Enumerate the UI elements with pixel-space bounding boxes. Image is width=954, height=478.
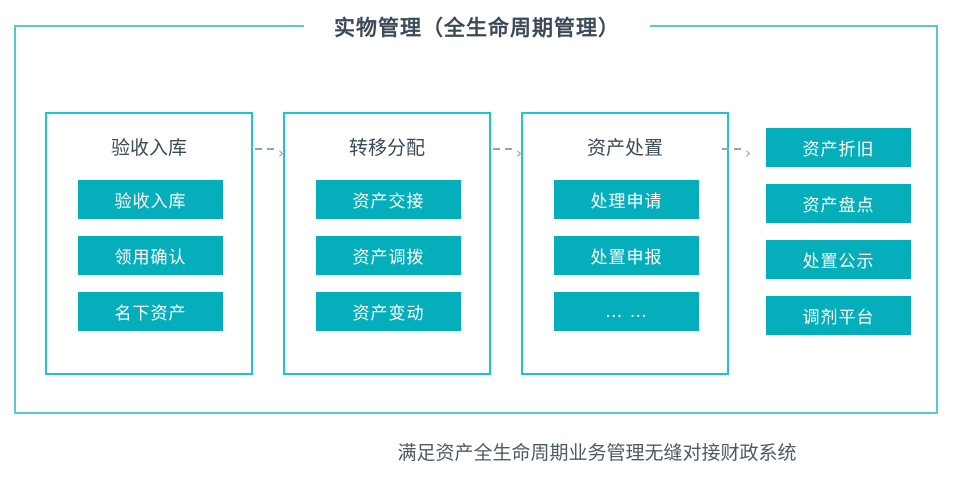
dash-segment-icon — [493, 148, 500, 150]
stage-header: 验收入库 — [110, 137, 187, 159]
figure-caption: 满足资产全生命周期业务管理无缝对接财政系统 — [397, 442, 797, 464]
stage-item-button[interactable]: 资产交接 — [316, 180, 461, 219]
dash-segment-icon — [734, 148, 741, 150]
stage-item-button[interactable]: 处置申报 — [554, 236, 699, 275]
panel-frame-top-right-segment — [650, 25, 938, 27]
dash-segment-icon — [505, 148, 512, 150]
dash-segment-icon — [255, 148, 262, 150]
stage-item-button[interactable]: 资产折旧 — [766, 128, 911, 167]
arrow-stage-2-to-3 — [493, 140, 537, 158]
stage-item-button[interactable]: 领用确认 — [78, 236, 223, 275]
stage-item-button[interactable]: 资产变动 — [316, 292, 461, 331]
stage-item-button[interactable]: 资产盘点 — [766, 184, 911, 223]
stage-column-disposal: 资产处置 处理申请 处置申报 … … — [521, 112, 729, 375]
stage-item-button[interactable]: 处置公示 — [766, 240, 911, 279]
arrow-stage-1-to-2 — [255, 140, 299, 158]
stage-column-acceptance: 验收入库 验收入库 领用确认 名下资产 — [45, 112, 253, 375]
stage-item-button[interactable]: 处理申请 — [554, 180, 699, 219]
stage-header: 资产处置 — [586, 137, 663, 159]
dash-segment-icon — [722, 148, 729, 150]
stage-item-button[interactable]: 调剂平台 — [766, 296, 911, 335]
stage-column-extras: 资产折旧 资产盘点 处置公示 调剂平台 — [746, 112, 954, 375]
stage-item-button[interactable]: 资产调拨 — [316, 236, 461, 275]
panel-frame — [14, 25, 938, 414]
panel-frame-top-left-segment — [14, 25, 304, 27]
stage-item-button[interactable]: 验收入库 — [78, 180, 223, 219]
stage-header: 转移分配 — [348, 137, 425, 159]
stage-item-button-more[interactable]: … … — [554, 292, 699, 331]
dash-segment-icon — [267, 148, 274, 150]
stage-column-transfer: 转移分配 资产交接 资产调拨 资产变动 — [283, 112, 491, 375]
page-title: 实物管理（全生命周期管理） — [334, 16, 620, 40]
stage-item-button[interactable]: 名下资产 — [78, 292, 223, 331]
arrow-stage-3-to-4 — [722, 140, 766, 158]
